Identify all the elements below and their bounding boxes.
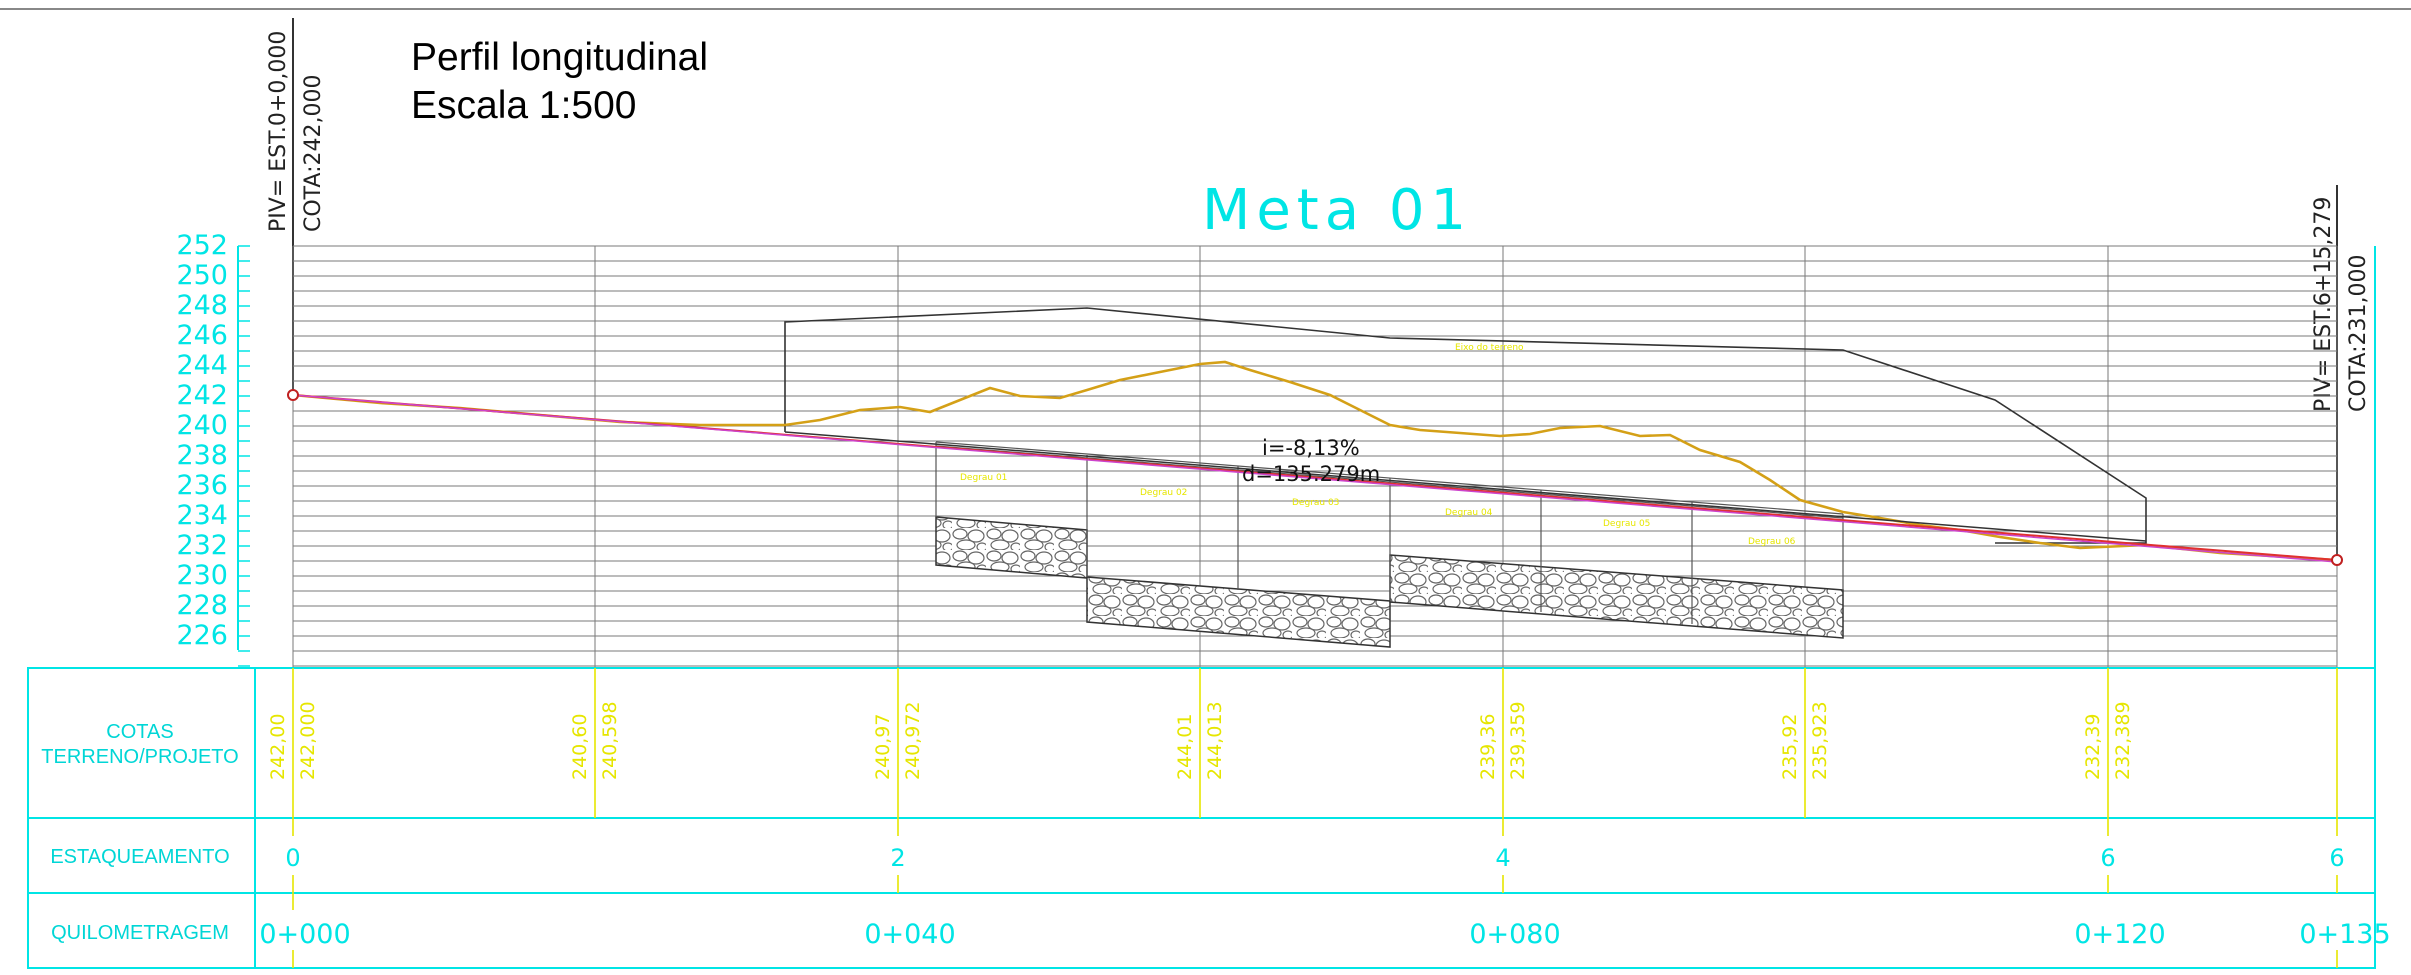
cota-projeto: 242,000 xyxy=(297,701,319,780)
cota-terreno: 242,00 xyxy=(267,714,289,780)
cota-projeto: 235,923 xyxy=(1809,701,1831,780)
km-value: 0+080 xyxy=(1469,919,1560,950)
station-markers xyxy=(292,668,2338,968)
estacas-row: 0 2 4 6 6 xyxy=(285,844,2344,872)
km-value: 0+120 xyxy=(2074,919,2165,950)
cota-terreno: 244,01 xyxy=(1174,714,1196,780)
y-tick-label: 236 xyxy=(176,470,228,501)
piv-start-cota: COTA:242,000 xyxy=(301,75,326,232)
km-value: 0+040 xyxy=(864,919,955,950)
y-tick-label: 240 xyxy=(176,410,228,441)
piv-end-label: PIV= EST.6+15,279 xyxy=(2311,197,2336,412)
y-tick-label: 232 xyxy=(176,530,228,561)
y-tick-label: 238 xyxy=(176,440,228,471)
estaca-value: 6 xyxy=(2329,844,2344,872)
row-label-cotas: COTAS xyxy=(106,721,173,743)
cota-terreno: 240,60 xyxy=(569,714,591,780)
cota-projeto: 232,389 xyxy=(2112,701,2134,780)
cota-projeto: 240,598 xyxy=(599,701,621,780)
y-tick-label: 242 xyxy=(176,380,228,411)
gabion-block xyxy=(935,516,1088,579)
project-line-black xyxy=(784,431,2147,542)
row-label-estaqueamento: ESTAQUEAMENTO xyxy=(50,846,229,868)
step-boxes xyxy=(935,441,1844,624)
km-value: 0+000 xyxy=(259,919,350,950)
project-line-magenta xyxy=(292,394,2338,563)
piv-end-cota: COTA:231,000 xyxy=(2346,255,2371,412)
profile-title: Perfil longitudinal xyxy=(411,36,708,79)
cota-terreno: 239,36 xyxy=(1477,714,1499,780)
cota-terreno: 232,39 xyxy=(2082,714,2104,780)
y-tick-label: 234 xyxy=(176,500,228,531)
gabion-block xyxy=(1389,554,1844,639)
estaca-value: 6 xyxy=(2100,844,2115,872)
step-label: Degrau 04 xyxy=(1445,508,1493,518)
step-label: Degrau 03 xyxy=(1292,498,1339,508)
terrain-line xyxy=(292,360,2338,562)
grade-distance: d=135.279m xyxy=(1242,462,1380,486)
y-axis: 252 250 248 246 244 242 240 238 236 234 … xyxy=(176,230,228,651)
grade-slope: i=-8,13% xyxy=(1262,436,1360,460)
estaca-value: 4 xyxy=(1495,844,1510,872)
step-label: Degrau 02 xyxy=(1140,488,1187,498)
cota-projeto: 239,359 xyxy=(1507,701,1529,780)
piv-end-marker xyxy=(2331,554,2343,566)
y-tick-label: 248 xyxy=(176,290,228,321)
y-tick-label: 250 xyxy=(176,260,228,291)
step-labels: Degrau 01 Degrau 02 Degrau 03 Degrau 04 … xyxy=(960,343,1796,547)
step-top xyxy=(935,441,1844,515)
km-row: 0+000 0+040 0+080 0+120 0+135 xyxy=(259,919,2390,950)
y-tick-label: 246 xyxy=(176,320,228,351)
y-tick-label: 252 xyxy=(176,230,228,261)
km-value: 0+135 xyxy=(2299,919,2390,950)
cota-projeto: 244,013 xyxy=(1204,701,1226,780)
y-tick-label: 228 xyxy=(176,590,228,621)
station-table xyxy=(27,667,2376,969)
cota-projeto: 240,972 xyxy=(902,701,924,780)
channel-outline xyxy=(784,307,2147,544)
profile-scale: Escala 1:500 xyxy=(411,84,637,127)
estaca-value: 2 xyxy=(890,844,905,872)
estaca-value: 0 xyxy=(285,844,300,872)
meta-label: Meta 01 xyxy=(1202,178,1472,243)
cota-terreno: 235,92 xyxy=(1779,714,1801,780)
cota-terreno: 240,97 xyxy=(872,714,894,780)
piv-start-marker xyxy=(287,389,299,401)
step-label: Degrau 01 xyxy=(960,473,1007,483)
elevation-grid xyxy=(238,245,2338,668)
piv-start-label: PIV= EST.0+0,000 xyxy=(266,31,291,232)
cotas-values: 242,00 242,000 240,60 240,598 240,97 240… xyxy=(267,701,2134,780)
row-label-terreno-projeto: TERRENO/PROJETO xyxy=(41,746,238,768)
y-tick-label: 226 xyxy=(176,620,228,651)
y-tick-label: 244 xyxy=(176,350,228,381)
terrain-label: Eixo do terreno xyxy=(1455,343,1524,353)
step-label: Degrau 05 xyxy=(1603,519,1650,529)
gabion-block xyxy=(1086,576,1391,648)
step-top-2 xyxy=(935,445,1844,519)
row-label-quilometragem: QUILOMETRAGEM xyxy=(51,922,229,944)
y-tick-label: 230 xyxy=(176,560,228,591)
step-label: Degrau 06 xyxy=(1748,537,1796,547)
